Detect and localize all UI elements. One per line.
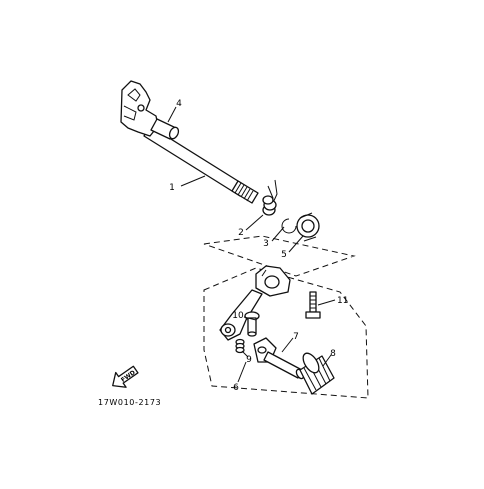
callout-2: 2 — [238, 228, 244, 238]
collar — [150, 118, 180, 140]
pedal-rubber — [299, 352, 335, 395]
circlip — [281, 218, 297, 234]
upper-dashed-outline — [203, 235, 356, 277]
pin — [244, 311, 260, 337]
callout-9: 9 — [246, 355, 252, 365]
bolt — [305, 291, 321, 319]
leader-lines — [167, 106, 336, 383]
shift-shaft — [120, 80, 259, 204]
callout-6: 6 — [233, 383, 239, 393]
shift-arm-shaft — [253, 337, 305, 380]
front-direction-arrow: FWD — [112, 365, 139, 388]
callout-4: 4 — [176, 99, 182, 109]
callout-8: 8 — [330, 349, 336, 359]
callout-3: 3 — [263, 239, 269, 249]
oil-seal — [296, 212, 320, 242]
front-arrow-label: FWD — [120, 369, 137, 384]
shift-pedal — [219, 265, 291, 341]
callout-7: 7 — [293, 332, 299, 342]
callout-11: 11 — [337, 296, 348, 306]
drawing-code: 17W010-2173 — [98, 398, 161, 407]
callout-1: 1 — [169, 183, 175, 193]
callout-5: 5 — [281, 250, 287, 260]
torsion-spring — [262, 179, 278, 216]
spring — [235, 338, 245, 354]
callout-10: 10 — [232, 311, 244, 321]
callout-labels: 1 2 3 4 5 6 7 8 9 10 11 — [169, 99, 348, 393]
